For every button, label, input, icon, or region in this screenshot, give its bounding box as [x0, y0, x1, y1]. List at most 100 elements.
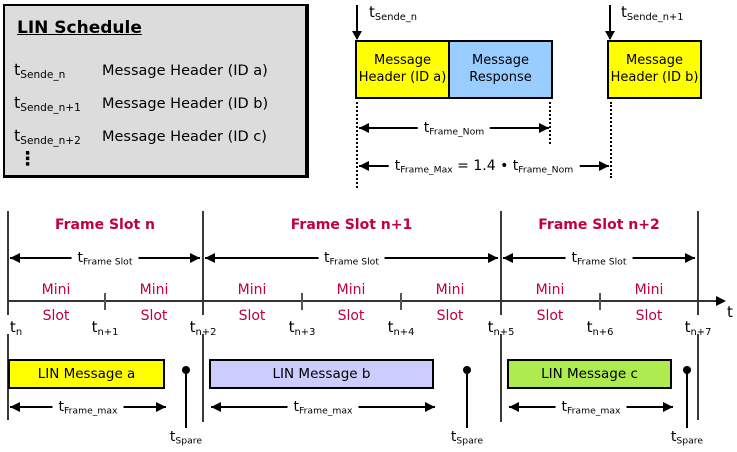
tick-label: tn+6 [586, 318, 614, 338]
arrow-left-icon [10, 402, 20, 412]
mini-slot-label: Mini [139, 282, 169, 298]
tick-label: tn+7 [684, 318, 712, 338]
frame-max-bottom-arrow: tFrame_max [509, 399, 673, 416]
frame-max-label: tFrame_Max = 1.4 • tFrame_Nom [388, 158, 580, 175]
schedule-row-desc: Message Header (ID b) [102, 96, 269, 112]
arrow-left-icon [359, 161, 369, 171]
message-response-text: Message Response [469, 53, 532, 85]
frame-boundary-line [500, 334, 502, 422]
spare-marker [683, 366, 691, 428]
arrow-right-icon [663, 402, 673, 412]
lin-schedule-title: LIN Schedule [17, 18, 142, 38]
message-header-a-box: Message Header (ID a) [355, 40, 450, 99]
arrow-right-icon [539, 123, 549, 133]
axis-tick [599, 293, 601, 310]
schedule-row: tSende_n+1 [14, 93, 81, 114]
dotted-guide [610, 102, 612, 178]
frame-boundary-line [500, 211, 502, 315]
mini-slot-label: Slot [42, 308, 70, 324]
tick-label: tn+2 [189, 318, 217, 338]
mini-slot-label: Mini [535, 282, 565, 298]
frame-max-bottom-arrow: tFrame_max [211, 399, 435, 416]
send-time-label: tSende_n [369, 3, 418, 23]
mini-slot-label: Slot [238, 308, 266, 324]
frame-boundary-line [697, 211, 699, 315]
frame-max-arrow: tFrame_Max = 1.4 • tFrame_Nom [359, 158, 609, 175]
schedule-row: tSende_n [14, 60, 65, 80]
dotted-guide [356, 102, 358, 188]
frame-nom-label: tFrame_Nom [417, 120, 491, 137]
lin-message-label: LIN Message a [37, 366, 136, 382]
mini-slot-label: Slot [140, 308, 168, 324]
arrow-right-icon [488, 253, 498, 263]
send-time-arrow [352, 5, 362, 40]
lin-message-label: LIN Message c [541, 366, 638, 382]
frame-slot-arrow-label: tFrame Slot [71, 250, 139, 267]
spare-marker [463, 366, 471, 428]
mini-slot-label: Slot [337, 308, 365, 324]
arrow-down-icon [605, 31, 615, 40]
arrow-left-icon [211, 402, 221, 412]
message-header-a-text: Message Header (ID a) [358, 53, 447, 85]
frame-slot-arrow-label: tFrame Slot [318, 250, 385, 267]
frame-slot-arrow: tFrame Slot [10, 250, 200, 267]
arrow-left-icon [509, 402, 519, 412]
tick-label: tn+5 [487, 318, 515, 338]
spare-marker [182, 366, 190, 428]
frame-max-bottom-label: tFrame_max [555, 399, 627, 416]
tick-label: tn [9, 318, 23, 338]
tick-label: tn+1 [91, 318, 119, 338]
schedule-row-desc: Message Header (ID a) [102, 63, 268, 79]
tick-label: tn+4 [387, 318, 415, 338]
frame-boundary-line [697, 334, 699, 420]
frame-slot-arrow-label: tFrame Slot [565, 250, 633, 267]
lin-schedule-panel: LIN Schedule tSende_n Message Header (ID… [3, 4, 309, 178]
arrow-down-icon [352, 31, 362, 40]
lin-message-label: LIN Message b [272, 366, 371, 382]
dot-icon [182, 366, 190, 374]
message-response-box: Message Response [448, 40, 553, 99]
arrow-left-icon [205, 253, 215, 263]
arrow-right-icon [425, 402, 435, 412]
arrow-right-icon [190, 253, 200, 263]
arrow-right-icon [716, 296, 726, 306]
dot-icon [463, 366, 471, 374]
message-header-b-box: Message Header (ID b) [607, 40, 702, 99]
frame-slot-arrow: tFrame Slot [205, 250, 498, 267]
tick-label: tn+3 [288, 318, 316, 338]
schedule-row: tSende_n+2 [14, 126, 81, 147]
message-header-b-text: Message Header (ID b) [610, 53, 699, 85]
frame-max-bottom-arrow: tFrame_max [10, 399, 166, 416]
mini-slot-label: Mini [237, 282, 267, 298]
mini-slot-label: Mini [435, 282, 465, 298]
frame-max-bottom-label: tFrame_max [52, 399, 124, 416]
mini-slot-label: Slot [536, 308, 564, 324]
send-time-arrow [605, 5, 615, 40]
arrow-left-icon [10, 253, 20, 263]
mini-slot-label: Slot [635, 308, 663, 324]
frame-boundary-line [202, 211, 204, 315]
frame-max-bottom-label: tFrame_max [287, 399, 359, 416]
spare-label: tSpare [450, 429, 484, 447]
frame-nom-arrow: tFrame_Nom [359, 120, 549, 137]
dot-icon [683, 366, 691, 374]
arrow-right-icon [156, 402, 166, 412]
send-time-label: tSende_n+1 [621, 3, 684, 23]
arrow-left-icon [359, 123, 369, 133]
arrow-left-icon [503, 253, 513, 263]
time-axis-label: t [727, 303, 733, 321]
schedule-row-desc: Message Header (ID c) [102, 129, 267, 145]
mini-slot-label: Mini [336, 282, 366, 298]
spare-label: tSpare [169, 429, 203, 447]
lin-message-bar: LIN Message a [8, 359, 165, 389]
schedule-row-time: tSende_n+2 [14, 126, 81, 147]
axis-tick [104, 293, 106, 310]
mini-slot-label: Slot [436, 308, 464, 324]
schedule-row-time: tSende_n+1 [14, 93, 81, 114]
frame-boundary-line [7, 211, 9, 315]
spare-label: tSpare [670, 429, 704, 447]
mini-slot-label: Mini [41, 282, 71, 298]
schedule-ellipsis: ⋮ [18, 148, 37, 170]
arrow-right-icon [599, 161, 609, 171]
mini-slot-label: Mini [634, 282, 664, 298]
